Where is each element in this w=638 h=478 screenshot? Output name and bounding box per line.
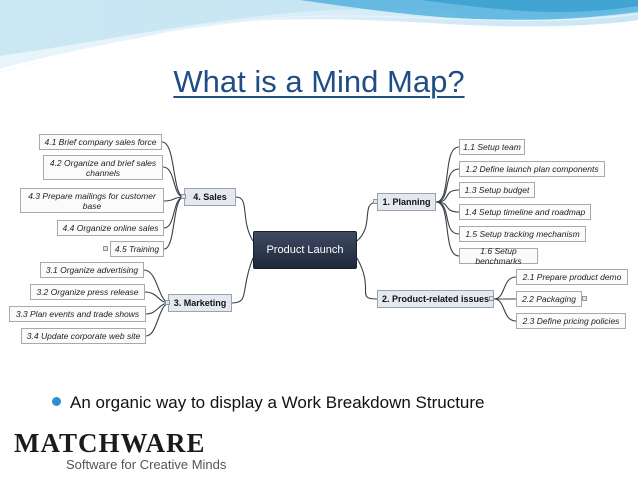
bullet-point: An organic way to display a Work Breakdo… (52, 393, 485, 413)
collapse-handle[interactable] (165, 300, 170, 305)
slide-title: What is a Mind Map? (173, 64, 465, 99)
node-3-1[interactable]: 3.1 Organize advertising (40, 262, 144, 278)
matchware-logo: MATCHWARE (14, 428, 206, 458)
node-4-3[interactable]: 4.3 Prepare mailings for customer base (20, 188, 164, 213)
node-1-1[interactable]: 1.1 Setup team (459, 139, 525, 155)
branch-sales[interactable]: 4. Sales (184, 188, 236, 206)
node-3-3[interactable]: 3.3 Plan events and trade shows (9, 306, 146, 322)
node-4-2[interactable]: 4.2 Organize and brief sales channels (43, 155, 163, 180)
branch-product-related-issues[interactable]: 2. Product-related issues (377, 290, 494, 308)
branch-planning[interactable]: 1. Planning (377, 193, 436, 211)
node-1-3[interactable]: 1.3 Setup budget (459, 182, 535, 198)
node-4-5[interactable]: 4.5 Training (110, 241, 164, 257)
node-1-6[interactable]: 1.6 Setup benchmarks (459, 246, 538, 266)
node-1-4[interactable]: 1.4 Setup timeline and roadmap (459, 204, 591, 220)
collapse-handle[interactable] (181, 194, 186, 199)
bullet-dot-icon (52, 397, 61, 407)
node-3-4[interactable]: 3.4 Update corporate web site (21, 328, 146, 344)
collapse-handle[interactable] (373, 199, 378, 204)
node-1-5[interactable]: 1.5 Setup tracking mechanism (459, 226, 586, 242)
center-node[interactable]: Product Launch (253, 231, 357, 269)
node-2-2[interactable]: 2.2 Packaging (516, 291, 582, 307)
node-3-2[interactable]: 3.2 Organize press release (30, 284, 145, 300)
node-2-1[interactable]: 2.1 Prepare product demo (516, 269, 628, 285)
node-4-1[interactable]: 4.1 Brief company sales force (39, 134, 162, 150)
logo-wordmark: MATCHWARE (14, 428, 206, 458)
expand-handle[interactable] (582, 296, 587, 301)
node-1-2[interactable]: 1.2 Define launch plan components (459, 161, 605, 177)
bullet-text: An organic way to display a Work Breakdo… (70, 393, 485, 412)
logo-tagline: Software for Creative Minds (66, 457, 227, 472)
node-4-4[interactable]: 4.4 Organize online sales (57, 220, 164, 236)
expand-handle[interactable] (103, 246, 108, 251)
branch-marketing[interactable]: 3. Marketing (168, 294, 232, 312)
node-2-3[interactable]: 2.3 Define pricing policies (516, 313, 626, 329)
collapse-handle[interactable] (489, 296, 494, 301)
wave-banner (0, 0, 638, 80)
